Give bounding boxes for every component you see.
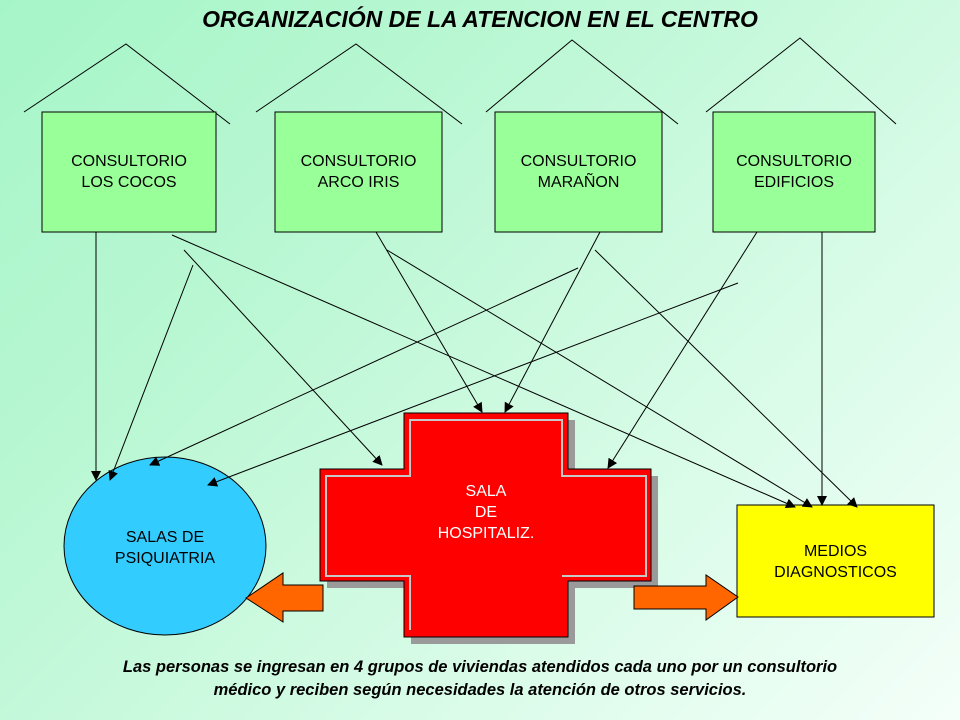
- caption: Las personas se ingresan en 4 grupos de …: [0, 656, 960, 702]
- hospital-cross-highlight: [325, 419, 647, 630]
- exchange-arrow-right: [633, 574, 739, 621]
- house-roof-arco-iris: [255, 43, 463, 125]
- hospital-cross: [319, 412, 652, 638]
- arrow-arcoiris-to-diagnosticos: [386, 249, 813, 508]
- psiquiatria-circle: [63, 456, 267, 636]
- house-roof-los-cocos: [23, 43, 231, 125]
- page-title: ORGANIZACIÓN DE LA ATENCION EN EL CENTRO: [202, 6, 758, 32]
- consultorio-box-los-cocos: [41, 111, 217, 233]
- house-roof-edificios: [705, 37, 897, 125]
- exchange-arrow-left: [245, 572, 324, 623]
- arrow-edificios-to-psiquiatria: [207, 282, 739, 487]
- diagnosticos-box: [736, 504, 935, 618]
- consultorio-box-edificios: [712, 111, 876, 233]
- caption-line2: médico y reciben según necesidades la at…: [213, 681, 747, 699]
- consultorio-box-arco-iris: [274, 111, 443, 233]
- arrow-maranon-to-diagnosticos: [594, 249, 858, 508]
- arrow-maranon-to-hospital: [504, 231, 601, 413]
- arrow-cocos-to-psiquiatria-2: [108, 264, 194, 481]
- consultorio-box-maranon: [494, 111, 663, 233]
- caption-line1: Las personas se ingresan en 4 grupos de …: [122, 658, 838, 676]
- arrow-cocos-to-hospital: [183, 249, 383, 466]
- arrow-maranon-to-psiquiatria: [149, 267, 579, 466]
- arrow-edificios-to-hospital: [607, 231, 758, 469]
- house-roof-maranon: [485, 39, 679, 125]
- arrow-arcoiris-to-hospital: [375, 231, 483, 413]
- arrow-cocos-to-diagnosticos: [171, 234, 796, 508]
